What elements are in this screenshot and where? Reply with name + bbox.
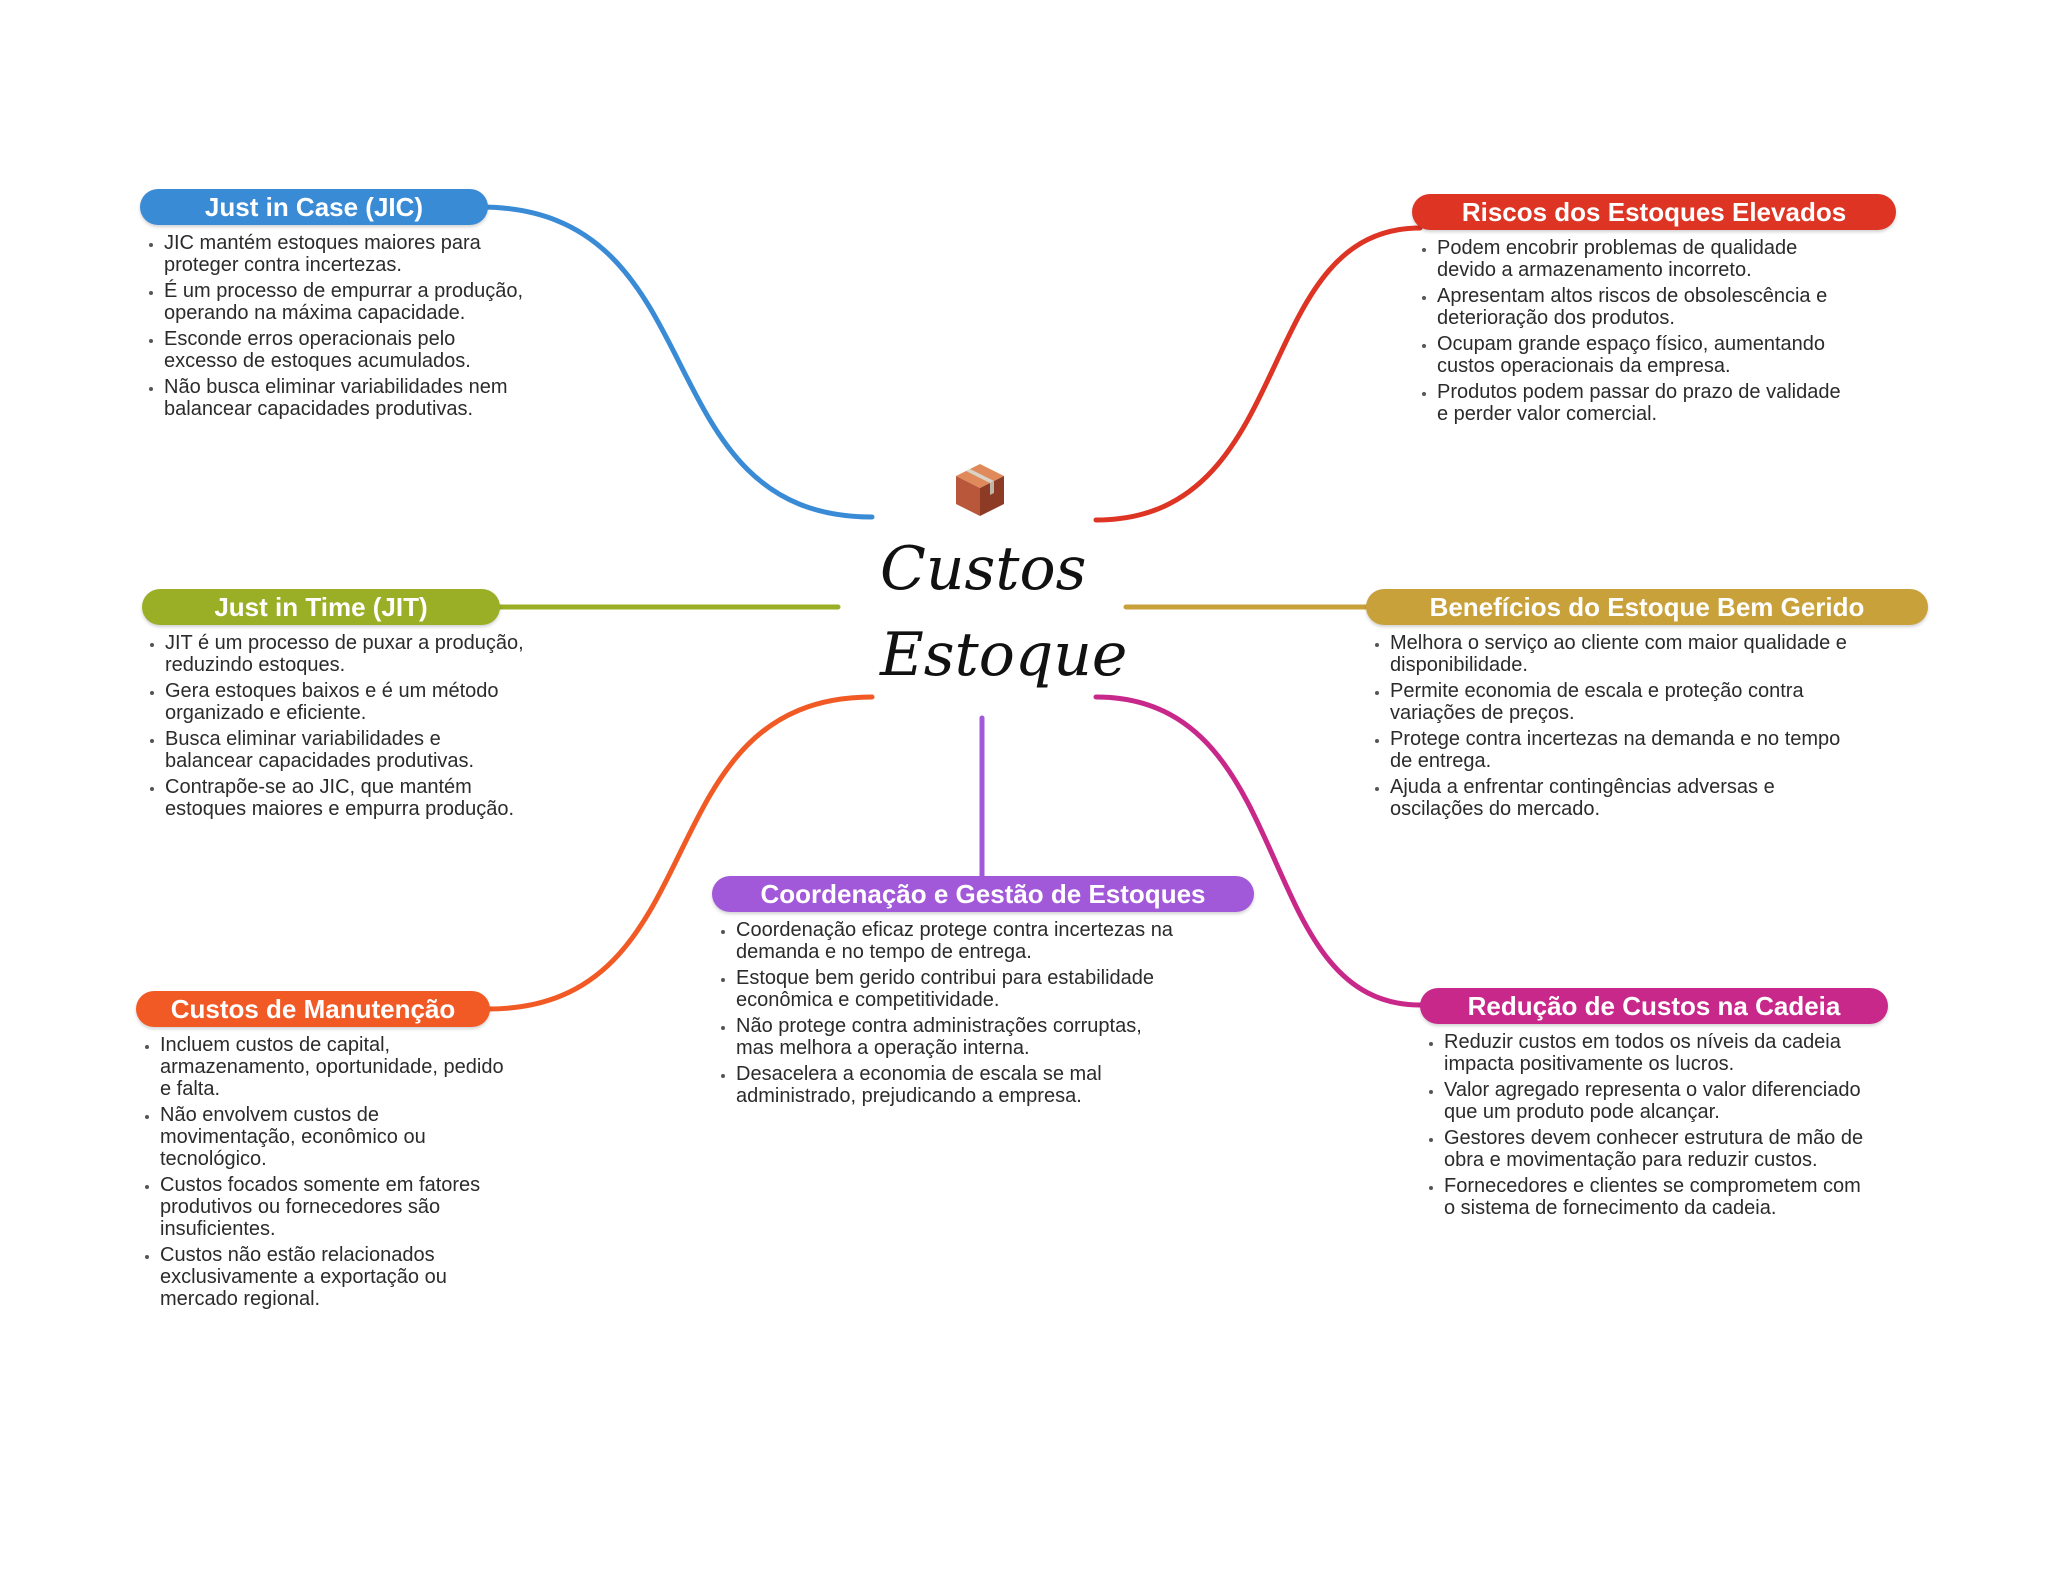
- connector-reducao: [1093, 694, 1423, 1008]
- topic-jic[interactable]: Just in Case (JIC): [140, 189, 488, 225]
- list-item: Gestores devem conhecer estrutura de mão…: [1444, 1127, 1864, 1171]
- central-topic: Custos Estoque: [880, 460, 1128, 700]
- beneficios-bullet-list: Melhora o serviço ao cliente com maior q…: [1366, 632, 1850, 824]
- list-item: Produtos podem passar do prazo de valida…: [1437, 381, 1857, 425]
- list-item: Apresentam altos riscos de obsolescência…: [1437, 285, 1857, 329]
- list-item: Não protege contra administrações corrup…: [736, 1015, 1176, 1059]
- topic-riscos-estoques-title: Riscos dos Estoques Elevados: [1461, 197, 1847, 227]
- list-item: Não envolvem custos de movimentação, eco…: [160, 1104, 520, 1170]
- topic-coordenacao-gestao[interactable]: Coordenação e Gestão de Estoques: [712, 876, 1254, 912]
- list-item: Estoque bem gerido contribui para estabi…: [736, 967, 1176, 1011]
- manutencao-bullet-list: Incluem custos de capital, armazenamento…: [136, 1034, 520, 1314]
- list-item: É um processo de empurrar a produção, op…: [164, 280, 524, 324]
- topic-beneficios-estoque[interactable]: Benefícios do Estoque Bem Gerido: [1366, 589, 1928, 625]
- topic-reducao-custos-title: Redução de Custos na Cadeia: [1467, 991, 1841, 1021]
- list-item: Reduzir custos em todos os níveis da cad…: [1444, 1031, 1864, 1075]
- list-item: Custos não estão relacionados exclusivam…: [160, 1244, 520, 1310]
- topic-custos-manutencao-title: Custos de Manutenção: [170, 994, 456, 1024]
- topic-riscos-estoques[interactable]: Riscos dos Estoques Elevados: [1412, 194, 1896, 230]
- list-item: Não busca eliminar variabilidades nem ba…: [164, 376, 524, 420]
- list-item: Protege contra incertezas na demanda e n…: [1390, 728, 1850, 772]
- list-item: Ocupam grande espaço físico, aumentando …: [1437, 333, 1857, 377]
- connector-jic: [477, 204, 875, 520]
- list-item: Podem encobrir problemas de qualidade de…: [1437, 237, 1857, 281]
- reducao-bullet-list: Reduzir custos em todos os níveis da cad…: [1420, 1031, 1864, 1223]
- list-item: Custos focados somente em fatores produt…: [160, 1174, 520, 1240]
- list-item: Gera estoques baixos e é um método organ…: [165, 680, 525, 724]
- list-item: Valor agregado representa o valor difere…: [1444, 1079, 1864, 1123]
- list-item: Melhora o serviço ao cliente com maior q…: [1390, 632, 1850, 676]
- riscos-bullet-list: Podem encobrir problemas de qualidade de…: [1413, 237, 1857, 429]
- list-item: Desacelera a economia de escala se mal a…: [736, 1063, 1176, 1107]
- central-title-line2: Estoque: [880, 620, 1128, 690]
- topic-reducao-custos[interactable]: Redução de Custos na Cadeia: [1420, 988, 1888, 1024]
- list-item: Busca eliminar variabilidades e balancea…: [165, 728, 525, 772]
- list-item: Incluem custos de capital, armazenamento…: [160, 1034, 520, 1100]
- coordenacao-bullet-list: Coordenação eficaz protege contra incert…: [712, 919, 1176, 1111]
- list-item: Coordenação eficaz protege contra incert…: [736, 919, 1176, 963]
- list-item: Fornecedores e clientes se comprometem c…: [1444, 1175, 1864, 1219]
- list-item: Permite economia de escala e proteção co…: [1390, 680, 1850, 724]
- topic-jit-title: Just in Time (JIT): [214, 592, 428, 622]
- list-item: Ajuda a enfrentar contingências adversas…: [1390, 776, 1850, 820]
- topic-coordenacao-gestao-title: Coordenação e Gestão de Estoques: [760, 879, 1206, 909]
- connector-manutencao: [485, 694, 875, 1012]
- list-item: Esconde erros operacionais pelo excesso …: [164, 328, 524, 372]
- central-title: Custos Estoque: [880, 526, 1128, 698]
- jit-bullet-list: JIT é um processo de puxar a produção, r…: [141, 632, 525, 824]
- topic-jic-title: Just in Case (JIC): [204, 192, 424, 222]
- list-item: Contrapõe-se ao JIC, que mantém estoques…: [165, 776, 525, 820]
- box-icon: [956, 464, 1004, 516]
- central-title-line1: Custos: [880, 534, 1087, 604]
- jic-bullet-list: JIC mantém estoques maiores para protege…: [140, 232, 524, 424]
- list-item: JIT é um processo de puxar a produção, r…: [165, 632, 525, 676]
- topic-beneficios-estoque-title: Benefícios do Estoque Bem Gerido: [1429, 592, 1865, 622]
- topic-custos-manutencao[interactable]: Custos de Manutenção: [136, 991, 490, 1027]
- topic-jit[interactable]: Just in Time (JIT): [142, 589, 500, 625]
- list-item: JIC mantém estoques maiores para protege…: [164, 232, 524, 276]
- connector-riscos: [1093, 225, 1423, 523]
